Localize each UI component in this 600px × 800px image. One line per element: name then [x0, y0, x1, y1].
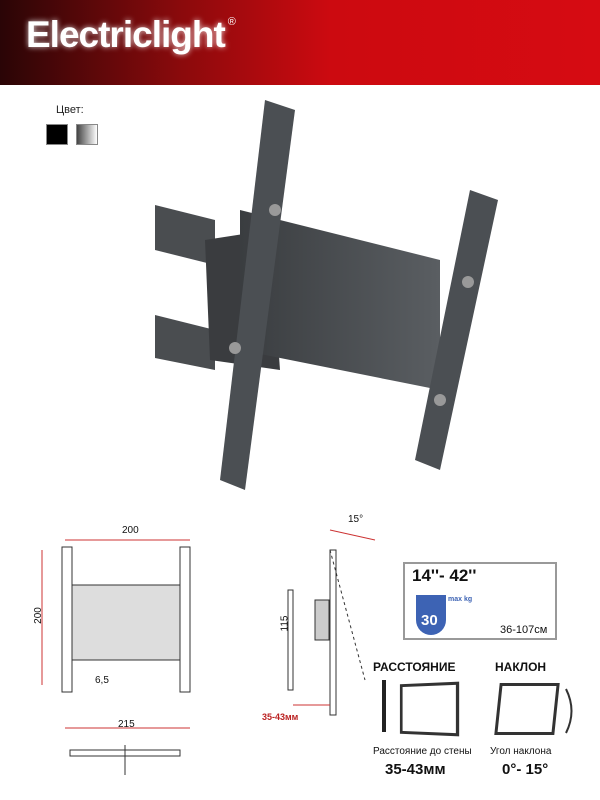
- dim-offset: 6,5: [95, 675, 109, 686]
- header-banner: Electriclight ®: [0, 0, 600, 85]
- tilt-arrow-icon: [565, 688, 573, 734]
- front-dimension-drawing: [41, 539, 191, 775]
- max-load-label: max kg: [448, 596, 473, 603]
- weight-badge: [416, 595, 446, 635]
- dim-tilt: 15°: [348, 514, 364, 525]
- swatch-black[interactable]: [46, 124, 68, 145]
- side-dimension-drawing: [287, 529, 376, 716]
- dim-bottom-width: 215: [118, 719, 135, 730]
- wall-icon: [382, 680, 386, 732]
- color-label: Цвет:: [56, 104, 84, 116]
- brand-logo-group: Electriclight ®: [26, 14, 236, 56]
- feature-distance-value: 35-43мм: [385, 761, 446, 778]
- brand-logo: Electriclight: [26, 14, 226, 55]
- dim-distance: 35-43мм: [262, 712, 299, 722]
- feature-tilt-caption: Угол наклона: [490, 746, 552, 757]
- feature-tilt-title: НАКЛОН: [495, 660, 547, 674]
- registered-mark: ®: [227, 16, 236, 28]
- tilt-screen-icon: [494, 683, 560, 735]
- dim-height: 200: [32, 607, 44, 624]
- feature-distance-caption: Расстояние до стены: [373, 746, 472, 757]
- distance-screen-icon: [399, 681, 460, 737]
- dim-depth: 115: [279, 615, 291, 632]
- feature-tilt-value: 0°- 15°: [502, 761, 549, 778]
- max-load: 30: [421, 612, 438, 629]
- swatch-silver[interactable]: [76, 124, 98, 145]
- screen-cm: 36-107см: [500, 624, 548, 636]
- product-photo: [155, 100, 498, 490]
- feature-distance-title: РАССТОЯНИЕ: [373, 660, 456, 674]
- dim-width: 200: [122, 525, 139, 536]
- screen-size: 14''- 42'': [412, 566, 477, 585]
- tv-spec-box: [403, 562, 557, 640]
